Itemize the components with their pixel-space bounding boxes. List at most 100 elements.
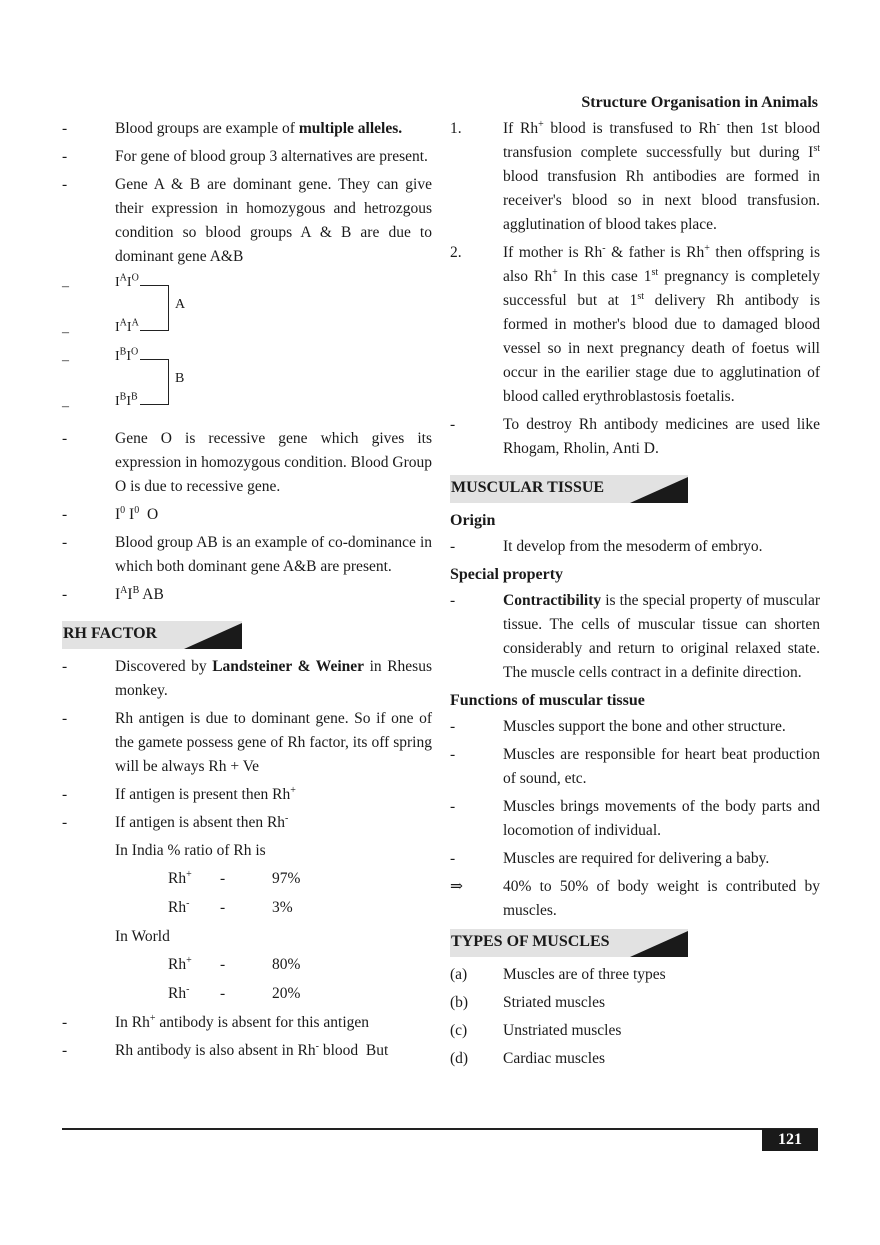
genotype-b1: IBIO xyxy=(115,346,139,364)
section-heading-types-of-muscles: TYPES OF MUSCLES xyxy=(450,929,820,959)
letter-marker: (c) xyxy=(450,1022,468,1039)
bullet: - xyxy=(62,710,68,727)
heading-corner-ornament xyxy=(630,931,688,957)
ratio-heading: In India % ratio of Rh is xyxy=(115,842,266,859)
list-item: - I0 I0 O xyxy=(62,503,432,527)
bullet: - xyxy=(450,718,456,735)
bullet: - xyxy=(62,1042,68,1059)
ratio-dash: - xyxy=(220,985,226,1002)
rh-type: Rh+ xyxy=(168,868,192,887)
ratio-row: Rh+ - 80% xyxy=(62,953,432,977)
genotype-diagram: – IAIO A – IAIA – IBIO B – IBIB xyxy=(62,273,432,421)
item-text: Muscles support the bone and other struc… xyxy=(503,718,786,735)
list-item: - Gene O is recessive gene which gives i… xyxy=(62,427,432,499)
ratio-row: Rh+ - 97% xyxy=(62,867,432,891)
item-text: Muscles are responsible for heart beat p… xyxy=(503,746,820,787)
bold-term: Contractibility xyxy=(503,592,602,609)
list-item: - Muscles are responsible for heart beat… xyxy=(450,743,820,791)
bullet: – xyxy=(62,353,69,368)
item-text: Muscles are of three types xyxy=(503,966,666,983)
heading-corner-ornament xyxy=(184,623,242,649)
rh-type: Rh+ xyxy=(168,954,192,973)
item-text: Blood group AB is an example of co-domin… xyxy=(115,534,432,575)
list-item: - Contractibility is the special propert… xyxy=(450,589,820,685)
list-item: - It develop from the mesoderm of embryo… xyxy=(450,535,820,559)
section-heading-muscular-tissue: MUSCULAR TISSUE xyxy=(450,475,820,505)
page-number: 121 xyxy=(762,1129,818,1151)
list-item: - Blood group AB is an example of co-dom… xyxy=(62,531,432,579)
item-text: It develop from the mesoderm of embryo. xyxy=(503,538,763,555)
item-text: In Rh+ antibody is absent for this antig… xyxy=(115,1012,370,1031)
bullet: - xyxy=(450,850,456,867)
item-text: Rh antigen is due to dominant gene. So i… xyxy=(115,710,432,775)
item-text: Muscles are required for delivering a ba… xyxy=(503,850,770,867)
item-text: Gene A & B are dominant gene. They can g… xyxy=(115,176,432,265)
bullet: - xyxy=(450,746,456,763)
bullet: - xyxy=(62,120,68,137)
number-marker: 2. xyxy=(450,244,462,261)
item-text: Rh antibody is also absent in Rh- blood … xyxy=(115,1040,389,1059)
list-item: 2. If mother is Rh- & father is Rh+ then… xyxy=(450,241,820,409)
left-column: - Blood groups are example of multiple a… xyxy=(62,117,432,1067)
bracket-a xyxy=(140,285,169,331)
list-item: - If antigen is present then Rh+ xyxy=(62,783,432,807)
list-item: - Rh antibody is also absent in Rh- bloo… xyxy=(62,1039,432,1063)
letter-marker: (b) xyxy=(450,994,469,1011)
list-item: - Muscles brings movements of the body p… xyxy=(450,795,820,843)
subheading-special-property: Special property xyxy=(450,566,564,583)
list-item: - If antigen is absent then Rh- xyxy=(62,811,432,835)
group-a-label: A xyxy=(175,297,186,312)
bullet: - xyxy=(62,176,68,193)
running-header: Structure Organisation in Animals xyxy=(581,94,818,111)
subheading-origin: Origin xyxy=(450,512,496,529)
list-item: (a) Muscles are of three types xyxy=(450,963,820,987)
ratio-dash: - xyxy=(220,870,226,887)
item-text: If antigen is absent then Rh- xyxy=(115,812,289,831)
list-item: - In Rh+ antibody is absent for this ant… xyxy=(62,1011,432,1035)
item-text: If mother is Rh- & father is Rh+ then of… xyxy=(503,242,820,405)
list-item: ⇒ 40% to 50% of body weight is contribut… xyxy=(450,875,820,923)
ratio-value: 97% xyxy=(272,870,301,887)
list-item: - Muscles support the bone and other str… xyxy=(450,715,820,739)
bullet: - xyxy=(62,786,68,803)
subheading-functions: Functions of muscular tissue xyxy=(450,692,645,709)
rh-type: Rh- xyxy=(168,897,190,916)
rh-type: Rh- xyxy=(168,983,190,1002)
bold-term: multiple alleles. xyxy=(298,120,403,137)
list-item: (c) Unstriated muscles xyxy=(450,1019,820,1043)
list-item: - Gene A & B are dominant gene. They can… xyxy=(62,173,432,269)
list-item: - IAIB AB xyxy=(62,583,432,607)
bullet: - xyxy=(450,592,456,609)
list-item: - For gene of blood group 3 alternatives… xyxy=(62,145,432,169)
bullet: - xyxy=(62,430,68,447)
bold-term: Landsteiner & Weiner xyxy=(212,658,365,675)
section-heading-rh-factor: RH FACTOR xyxy=(62,621,432,651)
list-item: - Discovered by Landsteiner & Weiner in … xyxy=(62,655,432,703)
item-text: If Rh+ blood is transfused to Rh- then 1… xyxy=(503,118,820,233)
ratio-row: Rh- - 20% xyxy=(62,982,432,1006)
ratio-dash: - xyxy=(220,956,226,973)
item-text: To destroy Rh antibody medicines are use… xyxy=(503,416,820,457)
ratio-dash: - xyxy=(220,899,226,916)
item-text: Contractibility is the special property … xyxy=(503,592,820,681)
bullet: – xyxy=(62,399,69,414)
item-text: Unstriated muscles xyxy=(503,1022,622,1039)
list-item: - Blood groups are example of multiple a… xyxy=(62,117,432,141)
bullet: - xyxy=(450,798,456,815)
footer-rule xyxy=(62,1128,818,1130)
item-text: Discovered by Landsteiner & Weiner in Rh… xyxy=(115,658,432,699)
bullet: - xyxy=(62,586,68,603)
letter-marker: (d) xyxy=(450,1050,469,1067)
item-text: 40% to 50% of body weight is contributed… xyxy=(503,878,820,919)
bullet: - xyxy=(62,506,68,523)
bullet: - xyxy=(62,1014,68,1031)
genotype-b2: IBIB xyxy=(115,391,138,409)
ratio-row: Rh- - 3% xyxy=(62,896,432,920)
number-marker: 1. xyxy=(450,120,462,137)
item-text: I0 I0 O xyxy=(115,504,159,523)
item-text: If antigen is present then Rh+ xyxy=(115,784,296,803)
heading-corner-ornament xyxy=(630,477,688,503)
right-column: 1. If Rh+ blood is transfused to Rh- the… xyxy=(450,117,820,1075)
bullet: - xyxy=(450,416,456,433)
list-item: (d) Cardiac muscles xyxy=(450,1047,820,1071)
